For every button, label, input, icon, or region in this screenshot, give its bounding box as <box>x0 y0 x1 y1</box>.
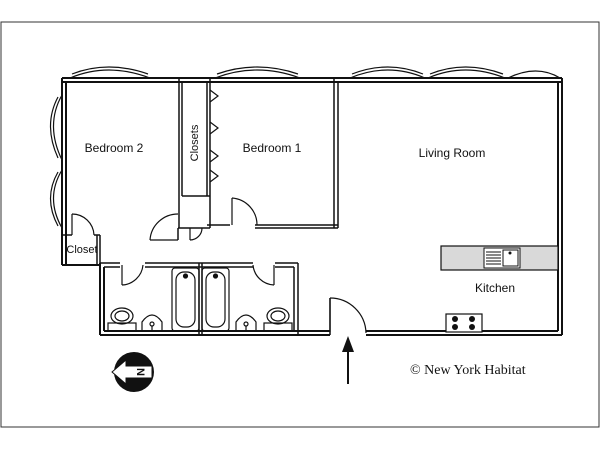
page-border <box>0 21 600 428</box>
room-label-living-room: Living Room <box>419 146 486 160</box>
door-swings <box>71 197 367 334</box>
kitchen-counter <box>440 245 559 271</box>
bathtubs <box>171 267 230 332</box>
entry-arrow-icon <box>342 336 354 384</box>
room-label-kitchen: Kitchen <box>475 281 515 295</box>
bay-windows <box>49 66 561 229</box>
interior-walls <box>62 78 339 335</box>
exterior-walls <box>61 77 563 336</box>
compass-icon: N <box>111 352 154 392</box>
closet-bifold-doors <box>209 89 219 183</box>
compass-letter: N <box>134 368 146 376</box>
sink-icon <box>141 314 163 331</box>
toilet-icon <box>107 307 137 332</box>
room-label-bedroom2: Bedroom 2 <box>85 141 144 155</box>
copyright-text: © New York Habitat <box>410 363 526 378</box>
toilet-icon-2 <box>263 307 293 332</box>
room-label-closets: Closets <box>189 124 201 161</box>
sink-icon-2 <box>235 314 257 331</box>
stove-icon <box>445 313 483 333</box>
room-label-closet: Closet <box>66 244 97 256</box>
room-label-bedroom1: Bedroom 1 <box>243 141 302 155</box>
